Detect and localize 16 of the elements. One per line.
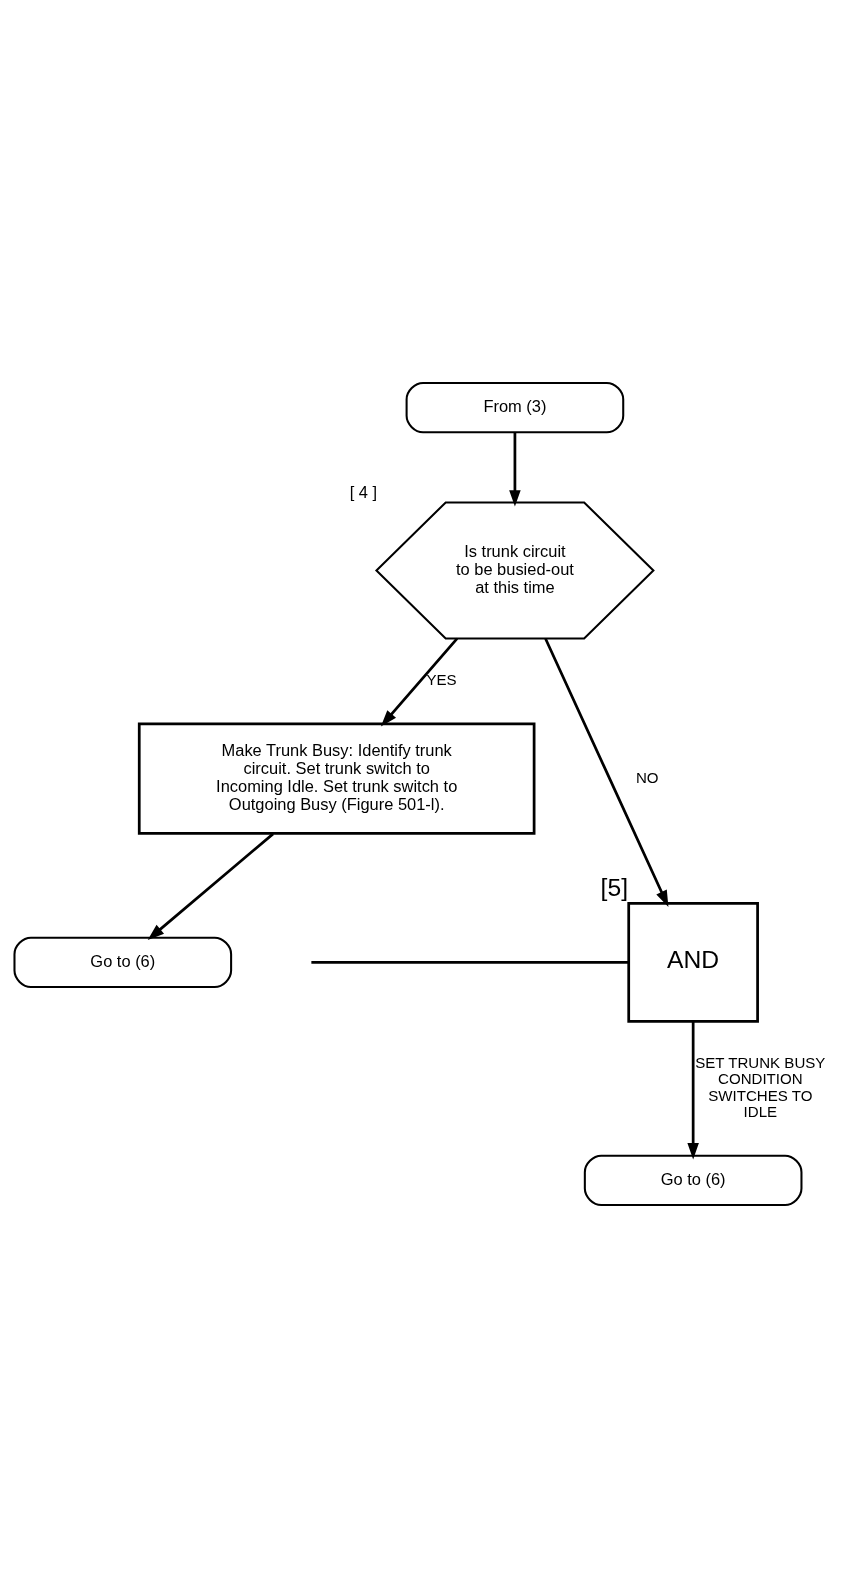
connector: [310, 961, 629, 964]
edge-label: NO: [635, 768, 659, 786]
node-box: From (3): [405, 381, 624, 434]
node-box: Make Trunk Busy: Identify trunk circuit. Set trunk switch to Incoming Idle. Set trunk switch to Outgoing Busy (Figure 501-l).: [137, 722, 535, 835]
node-label: [ 4 ]: [349, 482, 377, 501]
arrow: [508, 432, 521, 507]
arrow: [380, 637, 458, 727]
node-box: Go to (6): [583, 1154, 802, 1207]
node-box: AND: [626, 902, 759, 1023]
arrow: [686, 1021, 699, 1160]
arrow: [147, 832, 274, 940]
edge-label: SET TRUNK BUSY CONDITION SWITCHES TO IDLE: [694, 1053, 825, 1121]
edge-label: YES: [425, 671, 457, 689]
arrow: [543, 638, 668, 907]
node-box: Go to (6): [12, 936, 232, 989]
node-label: [5]: [600, 873, 628, 901]
